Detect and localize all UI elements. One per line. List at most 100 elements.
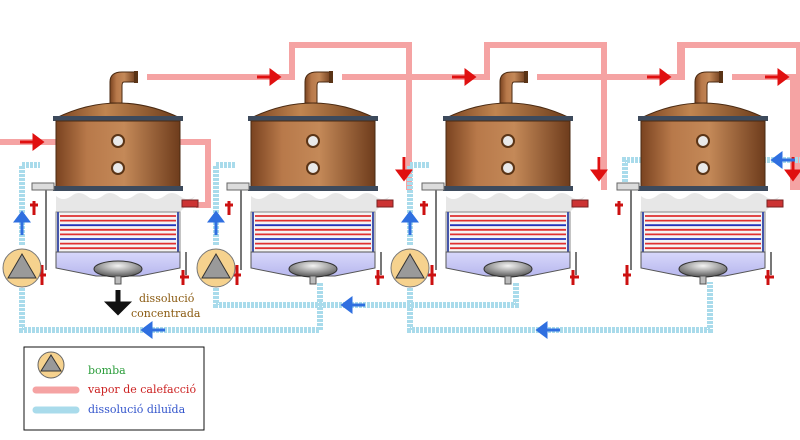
evaporator-units <box>2 71 784 288</box>
liquid-surface <box>446 193 586 212</box>
top-flange <box>638 116 768 121</box>
drain-nozzle <box>699 275 707 285</box>
feed-inlet-pipe <box>421 182 445 191</box>
drain-funnel <box>678 260 728 278</box>
liquid-surface <box>251 193 391 212</box>
mid-flange <box>248 186 378 191</box>
steam-arrow-1 <box>257 68 282 86</box>
pump-3 <box>390 248 430 288</box>
drain-nozzle <box>114 275 122 285</box>
heating-coil-section <box>445 211 571 253</box>
level-valve <box>623 265 631 285</box>
shell-body <box>250 120 376 188</box>
legend-pump-icon <box>37 351 65 379</box>
drain-funnel <box>93 260 143 278</box>
steam-arrow-3 <box>647 68 672 86</box>
sight-glass-top <box>111 134 125 148</box>
dome <box>640 102 766 119</box>
neck-flange <box>329 71 333 83</box>
drain-nozzle <box>504 275 512 285</box>
dome <box>250 102 376 119</box>
steam-arrow-inlet <box>20 133 45 151</box>
vapor-outlet-neck <box>304 71 332 104</box>
steam-arrow-4 <box>765 68 790 86</box>
drain-nozzle <box>309 275 317 285</box>
sight-glass-bottom <box>306 161 320 175</box>
steam-vapor-pipe-4b <box>677 42 800 77</box>
top-flange <box>443 116 573 121</box>
mid-flange <box>638 186 768 191</box>
condensate-valve <box>570 270 579 285</box>
evaporator-1 <box>30 71 199 285</box>
pump-triangle-icon <box>7 253 37 279</box>
sight-glass-top <box>696 134 710 148</box>
condensate-pipe <box>376 199 394 208</box>
liquid-surface <box>641 193 781 212</box>
top-flange <box>53 116 183 121</box>
steam-arrow-2 <box>452 68 477 86</box>
liquid-surface <box>56 193 196 212</box>
shell-body <box>445 120 571 188</box>
dilute-arrow-up-2 <box>207 210 225 235</box>
mid-flange <box>53 186 183 191</box>
neck-flange <box>134 71 138 83</box>
steam-jacket-pipe-1 <box>178 139 211 208</box>
legend-dilute-label: dissolució diluïda <box>88 403 186 416</box>
feed-inlet-pipe <box>616 182 640 191</box>
mid-flange <box>443 186 573 191</box>
evaporator-2 <box>225 71 394 285</box>
dilute-arrow-return-1 <box>140 321 165 339</box>
dome <box>55 102 181 119</box>
dilute-arrow-up-1 <box>13 210 31 235</box>
sight-glass-bottom <box>696 161 710 175</box>
outlet-annotation: dissolució concentrada <box>131 292 201 320</box>
evaporator-4 <box>615 71 784 285</box>
condensate-pipe <box>571 199 589 208</box>
dome <box>445 102 571 119</box>
sight-glass-bottom <box>501 161 515 175</box>
steam-vapor-pipe-2 <box>342 42 607 190</box>
dilute-return-2 <box>213 280 519 308</box>
neck-flange <box>524 71 528 83</box>
heating-coil-section <box>55 211 181 253</box>
dilute-arrow-up-3 <box>401 210 419 235</box>
concentrate-outlet-arrow <box>103 290 133 316</box>
drain-funnel <box>288 260 338 278</box>
outlet-label-line1: dissolució <box>139 292 195 305</box>
heating-coil-section <box>640 211 766 253</box>
feed-inlet-pipe <box>226 182 250 191</box>
pump-triangle-icon <box>201 253 231 279</box>
condensate-pipe <box>181 199 199 208</box>
legend-pump-label: bomba <box>88 364 126 377</box>
outlet-label-line2: concentrada <box>131 307 201 320</box>
condensate-pipe <box>766 199 784 208</box>
flow-arrows <box>13 68 800 339</box>
sight-glass-bottom <box>111 161 125 175</box>
dilute-arrow-inlet <box>770 151 795 169</box>
feed-valve <box>30 201 38 215</box>
legend-steam-label: vapor de calefacció <box>87 383 196 396</box>
vapor-outlet-neck <box>694 71 722 104</box>
evaporator-3 <box>420 71 589 285</box>
drain-funnel <box>483 260 533 278</box>
steam-arrow-down-2 <box>590 157 608 182</box>
pump-1 <box>2 248 42 288</box>
heating-coil-section <box>250 211 376 253</box>
sight-glass-top <box>306 134 320 148</box>
feed-valve <box>225 201 233 215</box>
steam-arrow-down-1 <box>395 157 413 182</box>
level-valve <box>428 265 436 285</box>
top-flange <box>248 116 378 121</box>
condensate-valve <box>765 270 774 285</box>
pump-triangle-icon <box>395 253 425 279</box>
feed-valve <box>615 201 623 215</box>
dilute-arrow-return-3 <box>535 321 560 339</box>
steam-vapor-pipe-1 <box>147 42 412 190</box>
vapor-outlet-neck <box>499 71 527 104</box>
neck-flange <box>719 71 723 83</box>
shell-body <box>55 120 181 188</box>
legend: bomba vapor de calefacció dissolució dil… <box>23 346 205 431</box>
dilute-arrow-return-2 <box>340 296 365 314</box>
condensate-valve <box>375 270 384 285</box>
